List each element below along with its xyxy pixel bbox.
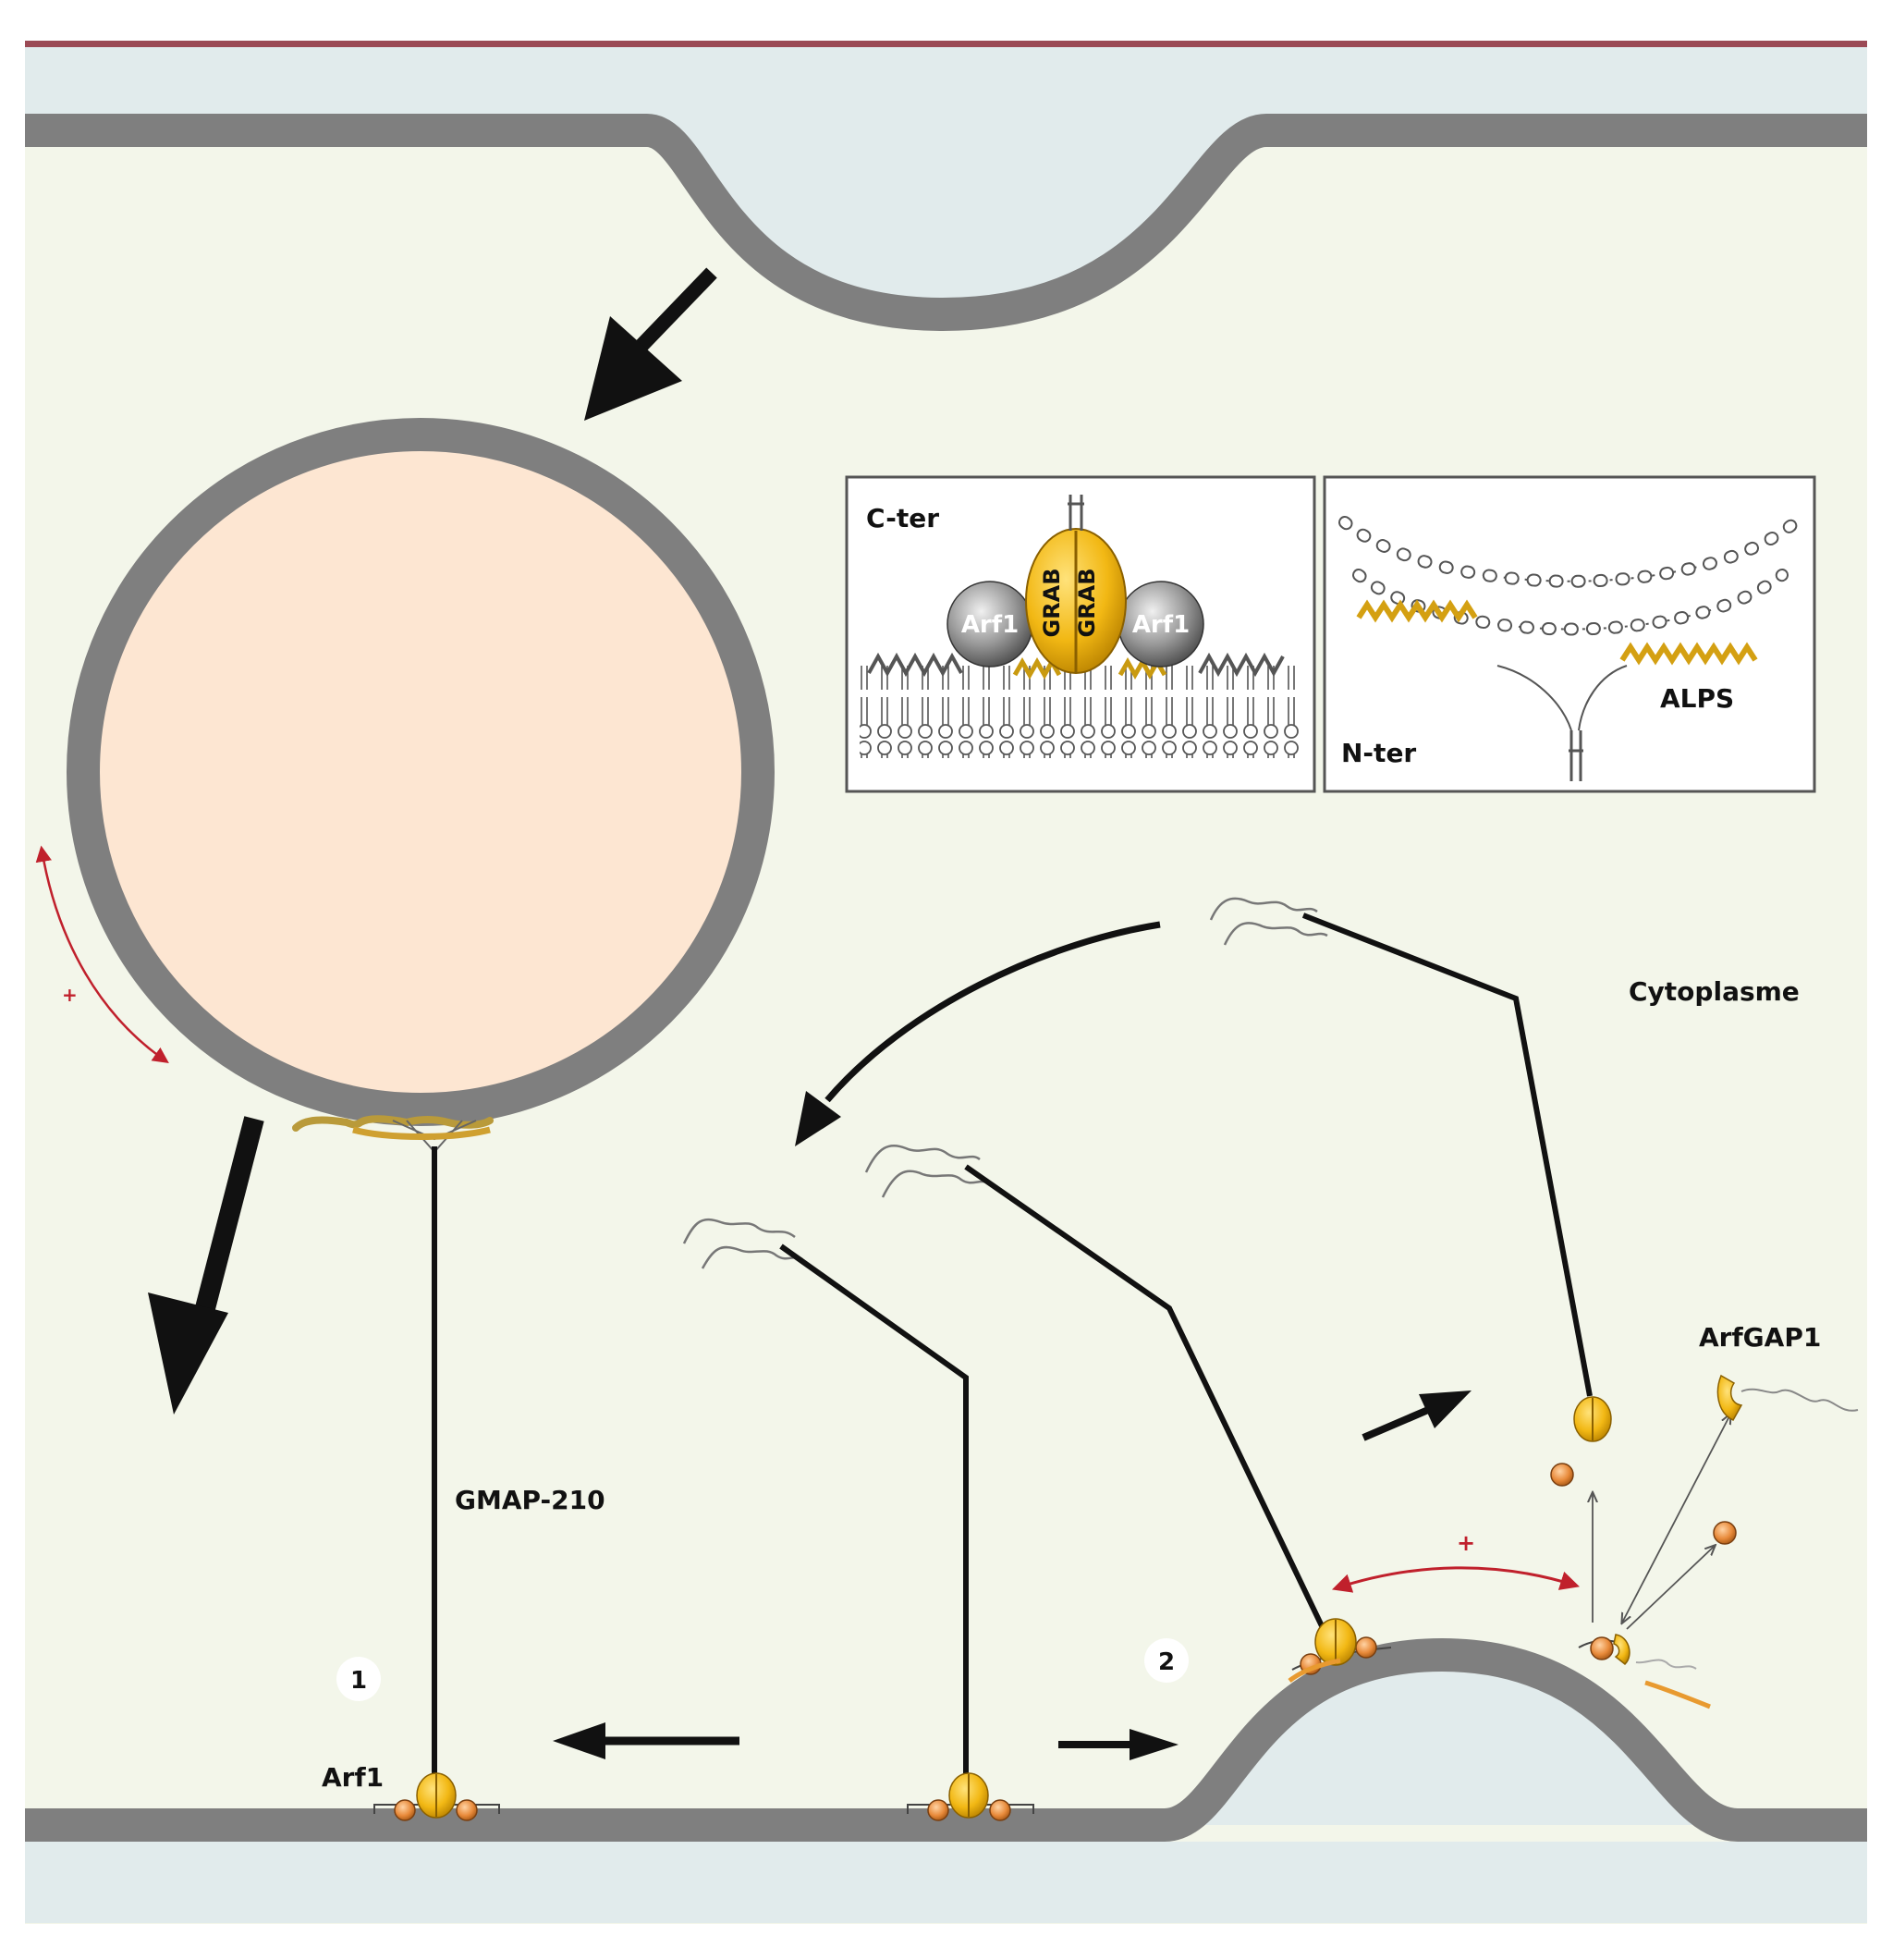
bottom-membrane: [25, 1638, 1867, 1842]
bilayer-c-ter: [860, 666, 1301, 758]
alps-helix-left: [1356, 599, 1478, 623]
label-arf1-bottom: Arf1: [322, 1762, 384, 1793]
alps-helix-right: [1619, 642, 1758, 666]
flow-arrow-curve: [795, 921, 1161, 1146]
red-double-arrow-right: [1332, 1566, 1581, 1593]
gmap210-filament-b: [864, 1144, 1392, 1683]
flow-arrow-bottom-left: [553, 1722, 739, 1759]
red-double-arrow-left: [35, 845, 169, 1063]
label-cytoplasme: Cytoplasme: [1629, 976, 1800, 1007]
label-gmap210: GMAP-210: [455, 1485, 605, 1515]
step-2-label: 2: [1158, 1648, 1175, 1676]
label-arfgap1: ArfGAP1: [1699, 1322, 1821, 1353]
gmap210-filament-c: [1209, 897, 1612, 1442]
step-1-label: 1: [350, 1667, 367, 1695]
step-2-badge: 2: [1144, 1638, 1189, 1683]
inset-c-ter: Arf1 Arf1 GRAB GRAB C-ter: [845, 475, 1316, 793]
arfgap1-bound: [1578, 1634, 1711, 1709]
curved-bilayer: [1338, 516, 1801, 636]
gmap210-filament-a: [682, 1218, 1034, 1821]
step-1-badge: 1: [336, 1657, 381, 1701]
inset-n-ter: ALPS N-ter: [1323, 475, 1816, 793]
plus-right: +: [1457, 1530, 1475, 1556]
label-arf1-left: Arf1: [961, 611, 1019, 639]
top-accent-rule: [25, 41, 1867, 47]
flow-arrow-bottom-right: [1058, 1729, 1179, 1760]
gmap210-tether-1: [292, 1115, 500, 1821]
label-c-ter: C-ter: [866, 503, 939, 533]
label-grab-left: GRAB: [1039, 568, 1065, 637]
top-membrane: [25, 114, 1867, 331]
flow-arrow-away: [1362, 1390, 1472, 1441]
released-arf1-ball-2: [1713, 1521, 1737, 1545]
label-alps: ALPS: [1660, 683, 1734, 714]
membrane-anchor-3: [1288, 1618, 1392, 1683]
arfgap1-cycle: [1550, 1374, 1859, 1709]
label-arf1-right: Arf1: [1132, 611, 1190, 639]
bottom-lumen: [25, 1842, 1867, 1923]
label-n-ter: N-ter: [1341, 738, 1416, 768]
membrane-anchor-2: [907, 1772, 1034, 1821]
released-arf1-ball: [1550, 1463, 1574, 1487]
label-grab-right: GRAB: [1074, 568, 1100, 637]
vesicle-golgin-patch: [352, 1126, 491, 1140]
flow-arrow-top: [584, 267, 717, 421]
arfgap1-free: [1716, 1374, 1859, 1421]
membrane-anchor-1: [373, 1772, 500, 1821]
vesicle: [67, 418, 775, 1126]
flow-arrow-left: [148, 1116, 264, 1415]
plus-left: +: [62, 984, 78, 1006]
